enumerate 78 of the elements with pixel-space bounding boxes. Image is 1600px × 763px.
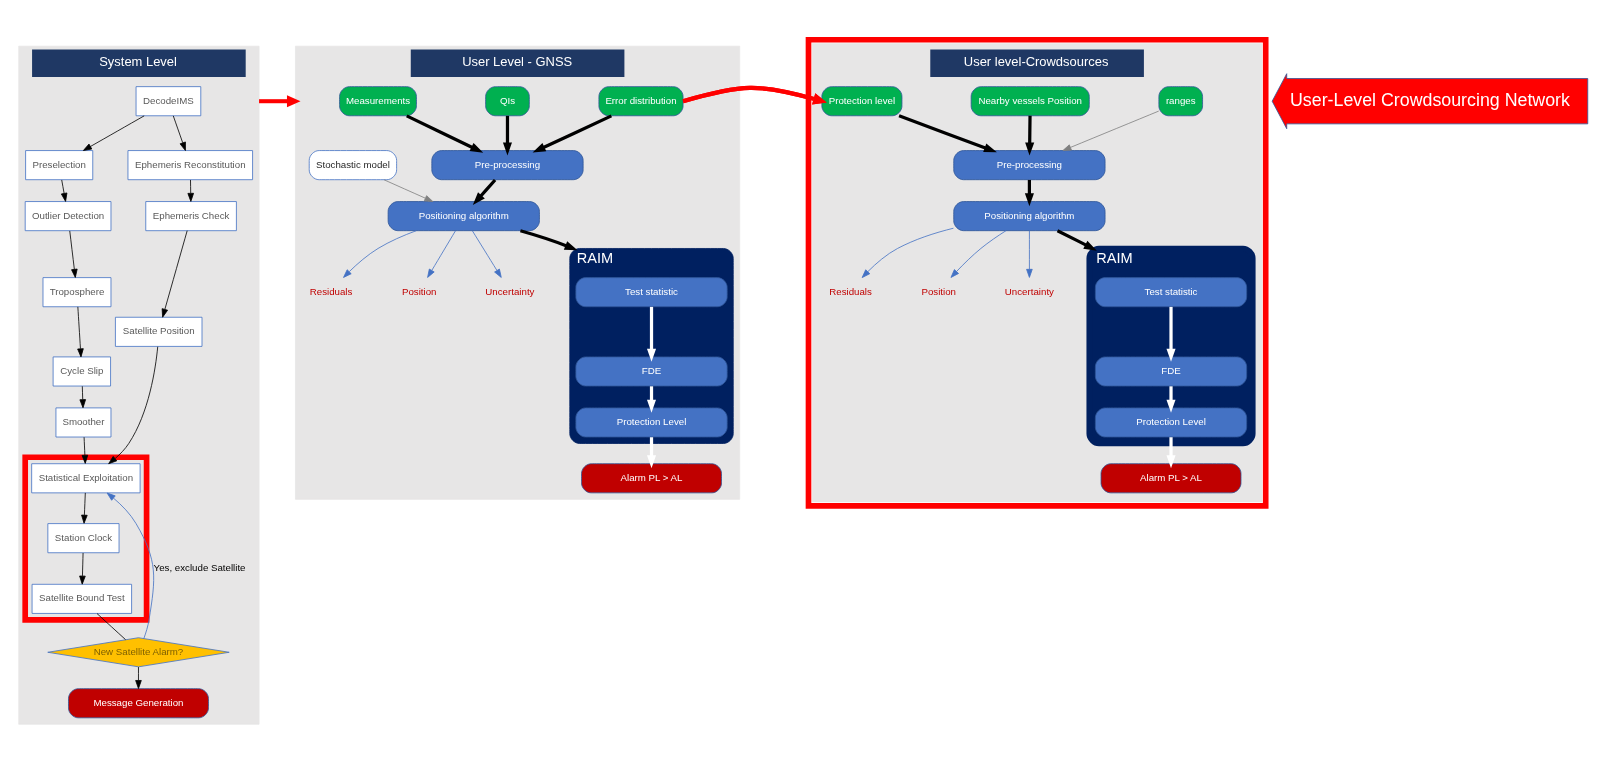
node-box: Outlier Detection <box>24 200 112 231</box>
arrow <box>1062 110 1160 151</box>
node-box: Protection level <box>821 85 903 116</box>
node-box: Alarm PL > AL <box>581 462 722 493</box>
node-text: Uncertainty <box>1004 285 1054 297</box>
node-box: Ephemeris Check <box>145 200 237 231</box>
arrow <box>81 492 88 524</box>
node-box: FDE <box>1094 356 1248 386</box>
arrow <box>81 436 89 464</box>
connector <box>96 612 126 640</box>
node-box: Satellite Bound Test <box>31 583 132 614</box>
node-box: Troposphere <box>42 276 112 307</box>
node-box: Positioning algorithm <box>953 200 1106 231</box>
node-box: Test statistic <box>1094 276 1248 307</box>
arrow <box>520 228 578 250</box>
arrow <box>79 552 86 585</box>
arrow <box>383 178 434 202</box>
arrow <box>1166 306 1176 362</box>
arrow <box>106 492 155 639</box>
arrow <box>502 115 513 155</box>
node-box: Ephemeris Reconstitution <box>127 149 253 180</box>
node-box: Pre-processing <box>431 149 584 180</box>
node-diamond: New Satellite Alarm? <box>47 636 230 667</box>
node-text: Residuals <box>829 285 872 297</box>
arrow <box>77 305 84 357</box>
arrow <box>60 179 68 202</box>
node-text: Residuals <box>309 285 353 297</box>
arrow <box>135 666 142 689</box>
arrow <box>646 436 657 468</box>
node-box: Statistical Exploitation <box>31 462 141 493</box>
node-box: Station Clock <box>47 522 120 553</box>
arrow <box>82 114 145 151</box>
node-box: Cycle Slip <box>52 356 111 386</box>
node-box: Measurements <box>339 85 417 116</box>
arrow <box>108 345 159 464</box>
node-box: Nearby vessels Position <box>970 85 1090 116</box>
node-box: Alarm PL > AL <box>1100 462 1242 493</box>
arrow <box>1056 228 1097 251</box>
arrow <box>472 230 502 278</box>
arrow <box>472 178 497 205</box>
node-box: Positioning algorithm <box>387 200 540 231</box>
arrow <box>1166 436 1176 468</box>
arrow <box>172 114 186 151</box>
arrow <box>161 229 188 318</box>
node-box: Smoother <box>55 407 112 437</box>
arrow <box>1026 230 1033 278</box>
node-box: QIs <box>485 85 530 116</box>
arrow <box>69 230 78 278</box>
node-box: Stochastic model <box>308 149 398 180</box>
node-box: Error distribution <box>598 85 684 116</box>
node-text: Uncertainty <box>485 285 535 297</box>
node-box: Satellite Position <box>115 316 203 347</box>
arrow <box>898 113 997 152</box>
node-box: FDE <box>575 356 728 386</box>
arrow <box>861 227 954 278</box>
arrow <box>1025 115 1035 155</box>
node-box: Message Generation <box>68 687 209 718</box>
node-box: Protection Level <box>575 407 728 437</box>
node-box: Protection Level <box>1094 407 1248 437</box>
arrow <box>427 230 456 278</box>
arrow <box>187 179 194 202</box>
node-text: Position <box>921 285 957 297</box>
arrow <box>1166 385 1176 413</box>
arrow <box>646 306 657 362</box>
arrow <box>343 229 417 278</box>
arrow <box>406 113 484 153</box>
node-box: DecodeIMS <box>135 85 202 116</box>
arrow <box>682 85 827 105</box>
arrow <box>950 229 1007 278</box>
node-box: Preselection <box>25 149 94 180</box>
node-box: Test statistic <box>575 276 728 307</box>
arrow <box>79 385 86 408</box>
arrow <box>532 113 613 153</box>
edge-label: Yes, exclude Satellite <box>153 561 246 573</box>
node-box: Pre-processing <box>953 149 1106 180</box>
node-box: ranges <box>1158 85 1203 116</box>
node-text: Position <box>402 285 437 297</box>
arrow <box>259 94 301 107</box>
